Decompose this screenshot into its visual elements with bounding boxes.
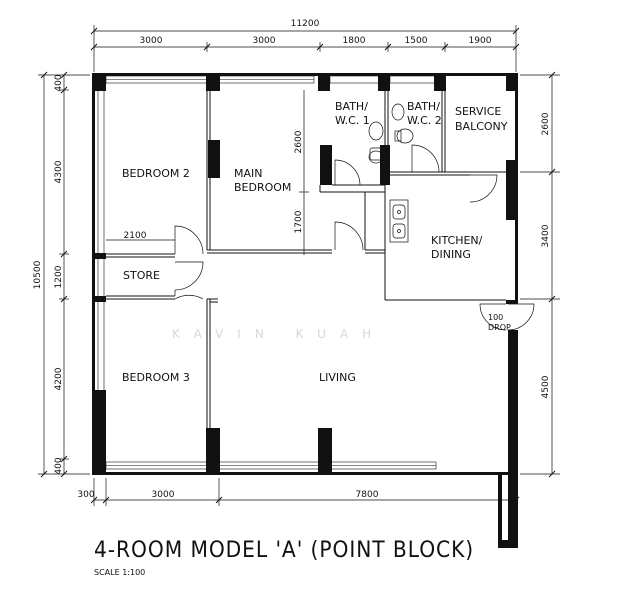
label-drop-line1: 100 (488, 313, 503, 322)
dim-left-overall: 10500 (33, 260, 43, 289)
label-bedroom-2: BEDROOM 2 (122, 167, 190, 180)
dim-overall-width: 11200 (291, 19, 320, 29)
label-service-balcony-line2: BALCONY (455, 120, 508, 133)
label-living: LIVING (319, 371, 356, 384)
room-labels: BEDROOM 2 MAIN BEDROOM BATH/ W.C. 1 BATH… (122, 100, 511, 384)
walls (92, 73, 518, 548)
dim-right-2: 3400 (541, 224, 551, 247)
dim-inner-2600: 2600 (294, 130, 304, 153)
label-bath-2-line2: W.C. 2 (407, 114, 442, 127)
dim-bottom-2: 3000 (152, 490, 175, 500)
fixtures (368, 103, 414, 243)
watermark: KAVIN KUAH (172, 327, 385, 341)
dim-left-5: 400 (54, 457, 64, 474)
label-main-bedroom-line1: MAIN (234, 167, 263, 180)
plan-title: 4-ROOM MODEL 'A' (POINT BLOCK) (94, 538, 475, 563)
label-drop-line2: DROP (488, 323, 511, 332)
label-bath-1-line2: W.C. 1 (335, 114, 370, 127)
partitions (106, 91, 516, 428)
dim-left-4: 4200 (54, 367, 64, 390)
label-store: STORE (123, 269, 160, 282)
dim-right-1: 2600 (541, 112, 551, 135)
label-kitchen-line2: DINING (431, 248, 471, 261)
label-kitchen-line1: KITCHEN/ (431, 234, 483, 247)
label-bath-1-line1: BATH/ (335, 100, 368, 113)
doors (174, 144, 535, 331)
dim-top-3: 1800 (343, 36, 366, 46)
dim-left-1: 400 (54, 74, 64, 91)
label-bath-2-line1: BATH/ (407, 100, 440, 113)
dim-inner-1700: 1700 (294, 210, 304, 233)
dim-bottom-3: 7800 (356, 490, 379, 500)
dim-left-2: 4300 (54, 160, 64, 183)
dim-top-5: 1900 (469, 36, 492, 46)
dimension-lines: 11200 3000 3000 1800 1500 1900 10500 (33, 19, 560, 506)
dim-top-2: 3000 (253, 36, 276, 46)
dim-inner-2100: 2100 (124, 231, 147, 241)
dim-right-3: 4500 (541, 375, 551, 398)
dim-top-1: 3000 (140, 36, 163, 46)
label-bedroom-3: BEDROOM 3 (122, 371, 190, 384)
label-main-bedroom-line2: BEDROOM (234, 181, 291, 194)
dim-left-3: 1200 (54, 265, 64, 288)
dim-bottom-1: 300 (77, 490, 94, 500)
scale-note: SCALE 1:100 (94, 568, 146, 577)
dim-top-4: 1500 (405, 36, 428, 46)
label-service-balcony-line1: SERVICE (455, 105, 501, 118)
